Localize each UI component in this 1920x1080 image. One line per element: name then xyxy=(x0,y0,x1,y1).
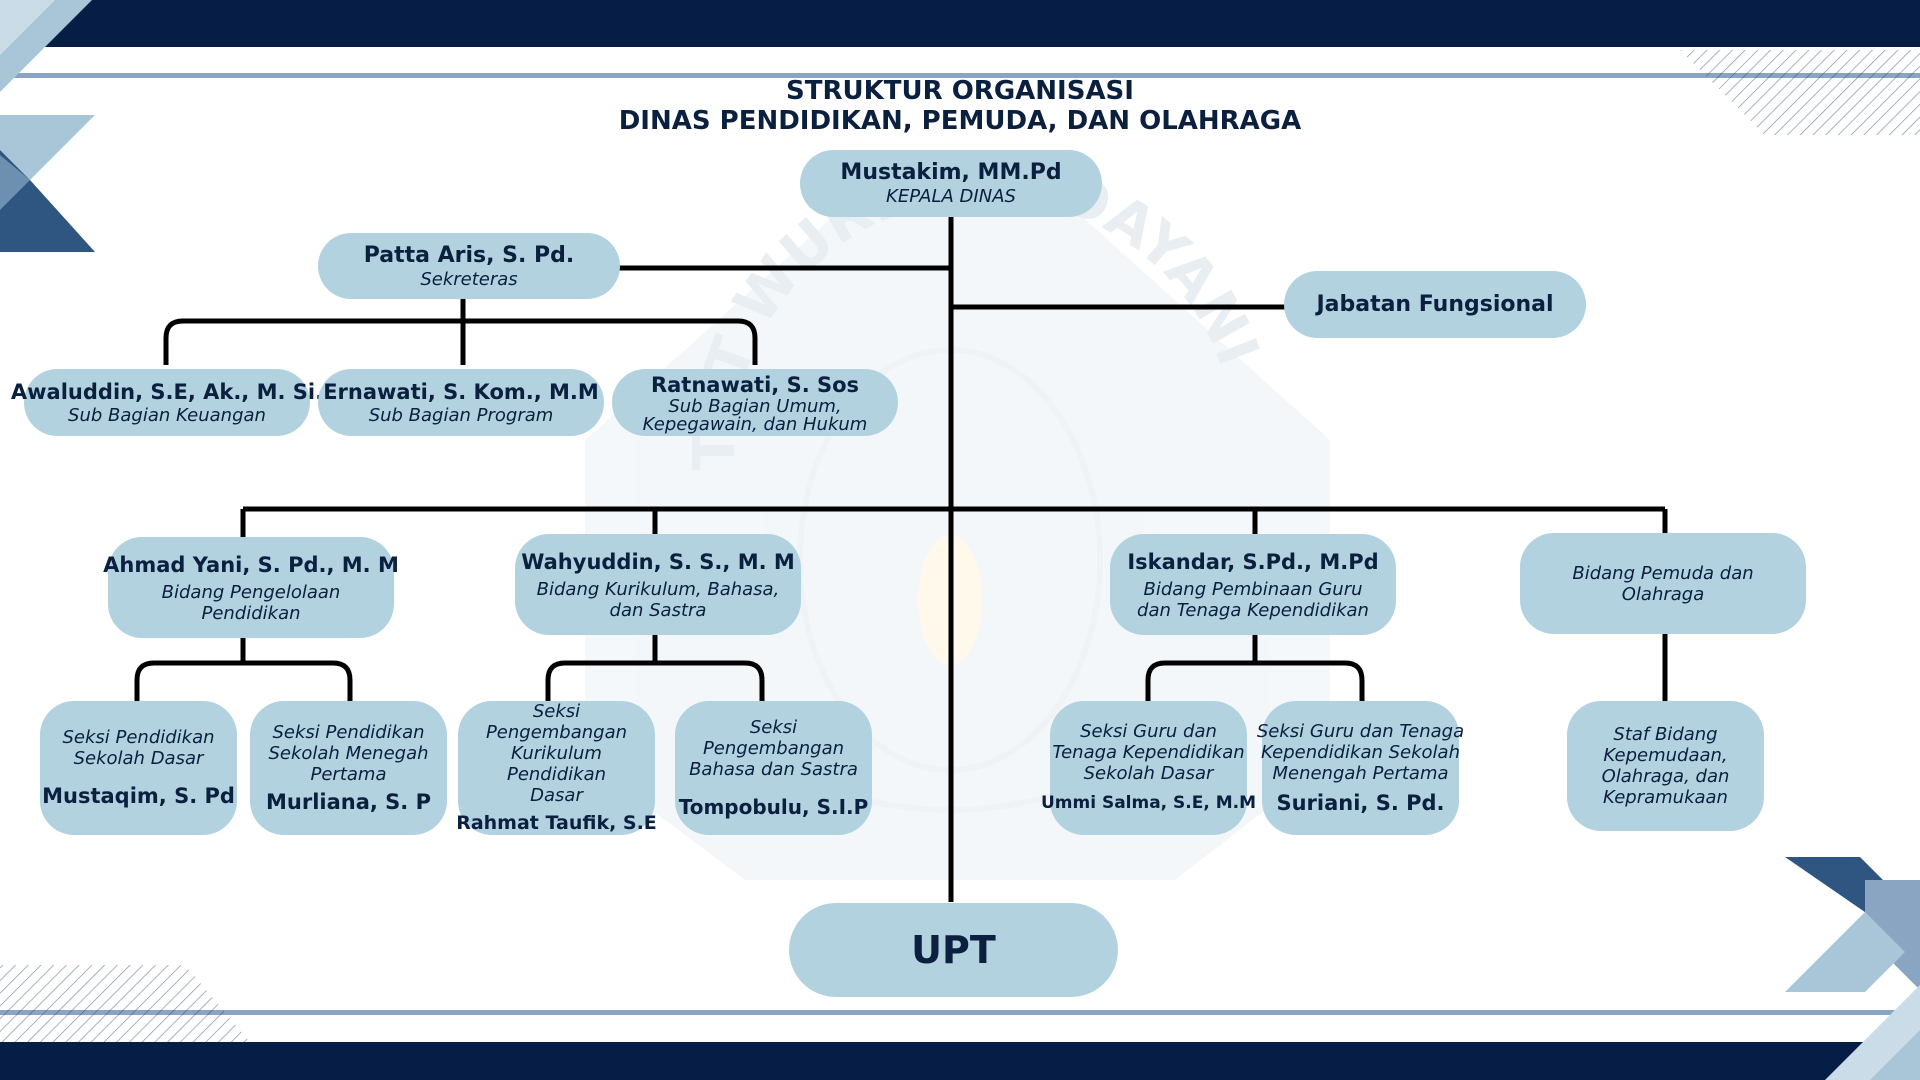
node-upt: UPT xyxy=(789,903,1118,997)
node-staf-bidang-pemuda: Staf Bidang Kepemudaan, Olahraga, dan Ke… xyxy=(1567,701,1764,831)
node-role: Sub Bagian Keuangan xyxy=(68,405,266,426)
node-role-line-2: Tenaga Kependidikan xyxy=(1052,741,1245,763)
node-role-line-1: Bidang Kurikulum, Bahasa, xyxy=(536,578,780,600)
node-name: Awaluddin, S.E, Ak., M. Si. xyxy=(10,380,324,404)
title-line-2: DINAS PENDIDIKAN, PEMUDA, DAN OLAHRAGA xyxy=(618,106,1302,136)
left-chevron xyxy=(0,115,95,180)
node-seksi-pendidikan-smp: Seksi Pendidikan Sekolah Menegah Pertama… xyxy=(250,701,447,835)
top-banner xyxy=(0,0,1920,47)
node-name: Ernawati, S. Kom., M.M xyxy=(323,380,599,404)
node-name: Iskandar, S.Pd., M.Pd xyxy=(1127,549,1379,574)
node-seksi-guru-smp: Seksi Guru dan Tenaga Kependidikan Sekol… xyxy=(1257,701,1464,835)
node-sekretaris: Patta Aris, S. Pd. Sekreteras xyxy=(318,233,620,299)
node-role-line-1: Seksi Pengembangan xyxy=(485,700,628,743)
node-name: Ratnawati, S. Sos xyxy=(650,372,860,397)
node-role-line-1: Bidang Pengelolaan xyxy=(161,581,341,603)
node-role-line-2: dan Tenaga Kependidikan xyxy=(1137,599,1369,621)
node-role-line-3: Sekolah Dasar xyxy=(1083,762,1214,784)
node-kepala-dinas: Mustakim, MM.Pd KEPALA DINAS xyxy=(800,150,1102,217)
node-role-line-3: Pertama xyxy=(310,763,387,785)
bottom-banner xyxy=(0,1042,1920,1080)
node-role-line-3: Menengah Pertama xyxy=(1272,762,1449,784)
node-name: Mustaqim, S. Pd xyxy=(42,784,235,808)
node-seksi-pendidikan-sd: Seksi Pendidikan Sekolah Dasar Mustaqim,… xyxy=(40,701,237,835)
node-bidang-pembinaan-guru: Iskandar, S.Pd., M.Pd Bidang Pembinaan G… xyxy=(1110,534,1396,635)
node-name: Tompobulu, S.I.P xyxy=(678,794,869,819)
node-role-line-2: Kependidikan Sekolah xyxy=(1261,741,1460,763)
node-name: UPT xyxy=(911,928,996,972)
node-role-line-1: Bidang Pemuda dan xyxy=(1572,562,1754,584)
node-role-line-1: Seksi Pendidikan xyxy=(272,721,425,743)
node-role-line-1: Seksi Guru dan xyxy=(1080,720,1217,742)
node-bidang-kurikulum: Wahyuddin, S. S., M. M Bidang Kurikulum,… xyxy=(515,534,801,635)
node-role-line-2: Kepemudaan, xyxy=(1603,745,1728,766)
node-role-line-1: Seksi Pendidikan xyxy=(62,727,215,748)
bottom-rule xyxy=(0,1010,1920,1015)
title-line-1: STRUKTUR ORGANISASI xyxy=(786,76,1134,106)
node-bidang-pemuda-olahraga: Bidang Pemuda dan Olahraga xyxy=(1520,533,1806,634)
node-role-line-1: Sub Bagian Umum, xyxy=(668,395,842,417)
node-role-line-1: Seksi Pengembangan xyxy=(702,716,845,759)
node-name: Rahmat Taufik, S.E xyxy=(456,811,657,834)
node-seksi-pengembangan-bahasa: Seksi Pengembangan Bahasa dan Sastra Tom… xyxy=(675,701,872,835)
node-name: Suriani, S. Pd. xyxy=(1276,790,1445,815)
node-sub-bagian-keuangan: Awaluddin, S.E, Ak., M. Si. Sub Bagian K… xyxy=(11,369,323,436)
node-name: Wahyuddin, S. S., M. M xyxy=(521,549,795,574)
node-role-line-2: Olahraga xyxy=(1621,583,1705,605)
node-role-line-1: Seksi Guru dan Tenaga xyxy=(1256,720,1465,742)
node-role: Sekreteras xyxy=(420,268,518,290)
hatch-top-right xyxy=(1680,50,1920,135)
node-role-line-2: Sekolah Dasar xyxy=(73,748,204,769)
hatch-bottom-left xyxy=(0,965,250,1042)
node-name: Jabatan Fungsional xyxy=(1316,291,1554,317)
node-role-line-2: Sekolah Menegah xyxy=(268,742,429,764)
node-role-line-4: Kepramukaan xyxy=(1603,787,1728,808)
node-role-line-1: Bidang Pembinaan Guru xyxy=(1143,578,1363,600)
node-role-line-2: Kurikulum Pendidikan xyxy=(506,742,607,785)
page-title: STRUKTUR ORGANISASI DINAS PENDIDIKAN, PE… xyxy=(460,76,1460,136)
connector-lines xyxy=(134,215,1668,902)
node-seksi-pengembangan-kurikulum: Seksi Pengembangan Kurikulum Pendidikan … xyxy=(456,700,657,835)
node-sub-bagian-program: Ernawati, S. Kom., M.M Sub Bagian Progra… xyxy=(318,369,604,436)
node-name: Patta Aris, S. Pd. xyxy=(363,242,575,268)
node-role-line-2: Bahasa dan Sastra xyxy=(689,758,858,780)
node-sub-bagian-umum: Ratnawati, S. Sos Sub Bagian Umum, Kepeg… xyxy=(612,369,898,436)
node-name: Murliana, S. P xyxy=(266,789,431,814)
node-role-line-1: Staf Bidang xyxy=(1613,724,1718,745)
node-role: Sub Bagian Program xyxy=(368,405,554,426)
node-role-line-2: Pendidikan xyxy=(201,602,301,624)
node-role: KEPALA DINAS xyxy=(886,186,1016,207)
node-role-line-3: Olahraga, dan xyxy=(1601,766,1730,787)
node-role-line-2: dan Sastra xyxy=(609,599,707,621)
node-bidang-pengelolaan-pendidikan: Ahmad Yani, S. Pd., M. M Bidang Pengelol… xyxy=(103,537,399,638)
node-name: Ummi Salma, S.E, M.M xyxy=(1040,792,1257,813)
node-role-line-3: Dasar xyxy=(530,784,583,806)
top-rule xyxy=(0,73,1920,78)
node-jabatan-fungsional: Jabatan Fungsional xyxy=(1284,271,1586,338)
node-name: Ahmad Yani, S. Pd., M. M xyxy=(103,552,399,577)
node-name: Mustakim, MM.Pd xyxy=(840,160,1062,185)
node-seksi-guru-sd: Seksi Guru dan Tenaga Kependidikan Sekol… xyxy=(1041,701,1256,835)
node-role-line-2: Kepegawain, dan Hukum xyxy=(642,413,868,435)
